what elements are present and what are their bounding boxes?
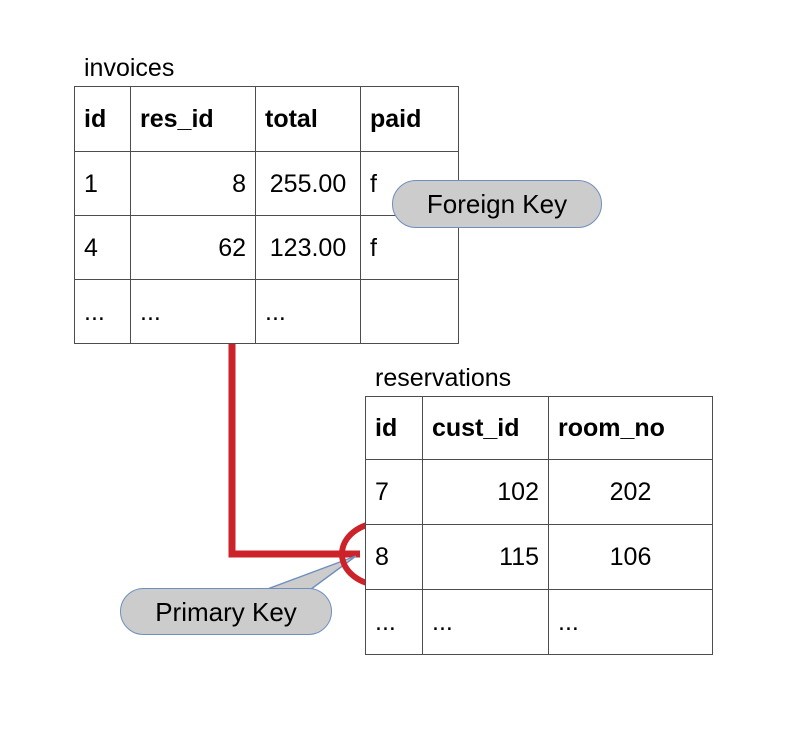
invoices-cell-res-id: ... (130, 279, 256, 344)
reservations-table-caption: reservations (375, 364, 512, 392)
invoices-cell-total: 255.00 (255, 151, 361, 216)
reservations-cell-cust-id: 102 (422, 459, 549, 525)
table-row: 7 102 202 (365, 459, 713, 525)
reservations-cell-room-no: 202 (548, 459, 713, 525)
invoices-col-paid: paid (360, 86, 459, 152)
invoices-cell-id: 1 (74, 151, 131, 216)
reservations-cell-room-no: ... (548, 589, 713, 655)
invoices-header-row: id res_id total paid (74, 86, 459, 152)
reservations-col-id: id (365, 396, 423, 460)
invoices-col-id: id (74, 86, 131, 152)
reservations-cell-id: ... (365, 589, 423, 655)
invoices-col-res-id: res_id (130, 86, 256, 152)
primary-key-callout: Primary Key (120, 588, 332, 635)
table-row: 4 62 123.00 f (74, 215, 459, 280)
invoices-col-total: total (255, 86, 361, 152)
reservations-col-room-no: room_no (548, 396, 713, 460)
table-row: ... ... ... (74, 279, 459, 344)
invoices-cell-total: 123.00 (255, 215, 361, 280)
table-row: 8 115 106 (365, 524, 713, 590)
reservations-table: id cust_id room_no 7 102 202 8 115 106 .… (365, 396, 713, 655)
reservations-cell-room-no: 106 (548, 524, 713, 590)
invoices-cell-total: ... (255, 279, 361, 344)
reservations-cell-cust-id: ... (422, 589, 549, 655)
invoices-table-caption: invoices (84, 54, 175, 82)
invoices-cell-res-id: 8 (130, 151, 256, 216)
reservations-cell-id: 7 (365, 459, 423, 525)
reservations-cell-id: 8 (365, 524, 423, 590)
table-row: ... ... ... (365, 589, 713, 655)
reservations-cell-cust-id: 115 (422, 524, 549, 590)
foreign-key-callout: Foreign Key (392, 180, 602, 228)
invoices-cell-id: 4 (74, 215, 131, 280)
reservations-header-row: id cust_id room_no (365, 396, 713, 460)
invoices-cell-id: ... (74, 279, 131, 344)
reservations-col-cust-id: cust_id (422, 396, 549, 460)
invoices-cell-paid (360, 279, 459, 344)
invoices-cell-res-id: 62 (130, 215, 256, 280)
